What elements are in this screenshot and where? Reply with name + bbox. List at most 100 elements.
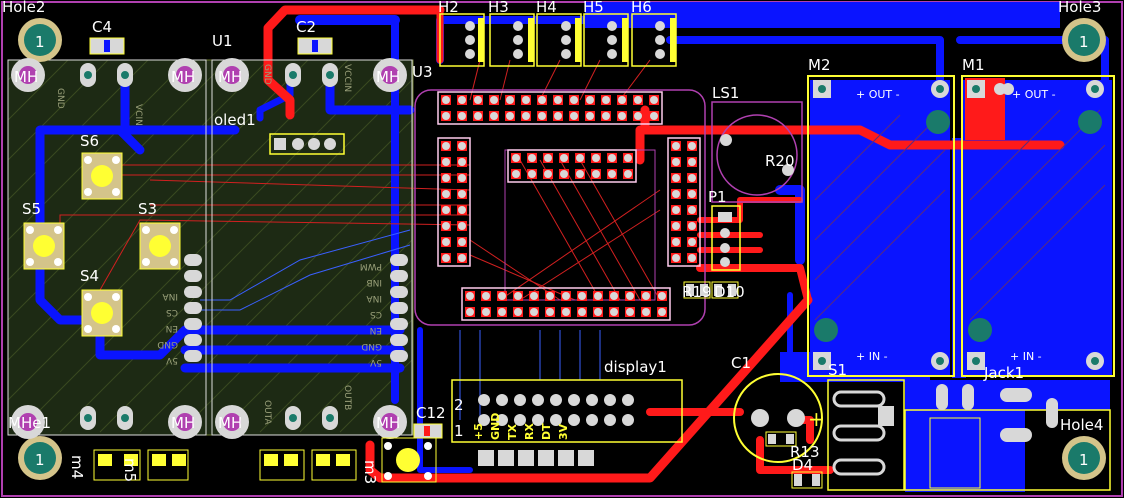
pin-drill	[650, 96, 658, 104]
h2-label: H2	[438, 0, 459, 16]
pin-drill	[544, 154, 552, 162]
pin-drill	[618, 96, 626, 104]
pin-drill	[554, 112, 562, 120]
switch-s1	[832, 390, 894, 476]
pin-drill	[586, 112, 594, 120]
display-pin	[550, 394, 562, 406]
pin-drill	[458, 174, 466, 182]
pin-drill	[442, 206, 450, 214]
pin-drill	[688, 222, 696, 230]
mh-label-8: MH	[376, 414, 400, 432]
connector-p1	[711, 205, 741, 271]
display-pin	[478, 394, 490, 406]
pin-drill	[594, 308, 602, 316]
m5-label: m5	[121, 458, 139, 482]
h4-label: H4	[536, 0, 557, 16]
mh-pads	[11, 58, 407, 439]
driver-pin-label: INA	[366, 293, 382, 303]
pin-drill	[474, 96, 482, 104]
s5-label: S5	[22, 200, 41, 218]
diode-d4	[791, 471, 823, 489]
pin-drill	[528, 170, 536, 178]
display-pin	[586, 414, 598, 426]
pin-drill	[512, 170, 520, 178]
switch-s6	[81, 152, 123, 200]
display-pin-label: GND	[489, 413, 502, 440]
mounting-hole-tl: 1	[18, 18, 62, 62]
driver-pin-label-mirror: EN	[166, 323, 178, 333]
hole4-label: Hole4	[1060, 416, 1103, 434]
pin-drill	[512, 154, 520, 162]
hole2-label: Hole2	[2, 0, 45, 16]
mh-label-5: MHe1	[8, 414, 51, 432]
display-pin	[478, 414, 490, 426]
pin-drill	[458, 254, 466, 262]
capacitor-c12	[413, 423, 443, 439]
oled1-label: oled1	[214, 111, 256, 129]
pin-header-outline	[437, 137, 471, 267]
vccin-label: VCCIN	[342, 64, 352, 92]
pin-drill	[458, 142, 466, 150]
pin-drill	[672, 142, 680, 150]
display-pin	[604, 414, 616, 426]
pin-drill	[658, 292, 666, 300]
d10-label: D10	[714, 283, 745, 301]
m1-pads	[967, 80, 1104, 370]
pin-drill	[608, 170, 616, 178]
pin-drill	[642, 308, 650, 316]
mh-label-4: MH	[376, 68, 400, 86]
m1-out-label: + OUT -	[1012, 88, 1056, 101]
svg-text:1: 1	[35, 33, 45, 51]
switch-s4	[81, 289, 123, 337]
pin-drill	[610, 292, 618, 300]
pin-drill	[514, 308, 522, 316]
header-h5	[583, 13, 629, 67]
pin-drill	[442, 190, 450, 198]
r19-label: R19	[682, 283, 712, 301]
pin-drill	[626, 308, 634, 316]
p1-label: P1	[708, 188, 727, 206]
u3-label: U3	[412, 63, 433, 81]
pin-drill	[458, 222, 466, 230]
m1-in-label: + IN -	[1010, 350, 1042, 363]
pin-drill	[688, 206, 696, 214]
pin-drill	[442, 254, 450, 262]
m2-label: M2	[808, 56, 831, 74]
c1-label: C1	[731, 354, 751, 372]
pin-drill	[530, 308, 538, 316]
pin-drill	[672, 174, 680, 182]
display-pin-label: RX	[523, 423, 536, 440]
pin-drill	[544, 170, 552, 178]
s6-label: S6	[80, 132, 99, 150]
pin-drill	[528, 154, 536, 162]
capacitor-c1: +	[733, 373, 825, 463]
pin-drill	[576, 154, 584, 162]
display-pin	[586, 394, 598, 406]
s4-label: S4	[80, 267, 99, 285]
pin-drill	[560, 154, 568, 162]
pin-drill	[560, 170, 568, 178]
pin-drill	[688, 142, 696, 150]
capacitor-c2	[297, 37, 333, 55]
pin-drill	[498, 308, 506, 316]
pin-drill	[442, 96, 450, 104]
pin-drill	[474, 112, 482, 120]
display-side-1: 1	[454, 422, 464, 440]
display-pin	[514, 394, 526, 406]
pin-header-outline	[667, 137, 701, 267]
h5-label: H5	[583, 0, 604, 16]
c4-label: C4	[92, 18, 112, 36]
svg-text:1: 1	[1079, 33, 1089, 51]
driver-pin-label-mirror: 5V	[165, 355, 178, 365]
pin-drill	[458, 190, 466, 198]
display-pin-label: DT	[540, 423, 553, 440]
display-row-pin	[498, 450, 514, 466]
display-pin	[604, 394, 616, 406]
pin-drill	[490, 112, 498, 120]
pin-drill	[490, 96, 498, 104]
pin-drill	[578, 308, 586, 316]
driver-pin-label: 5V	[369, 357, 382, 367]
pin-drill	[522, 112, 530, 120]
